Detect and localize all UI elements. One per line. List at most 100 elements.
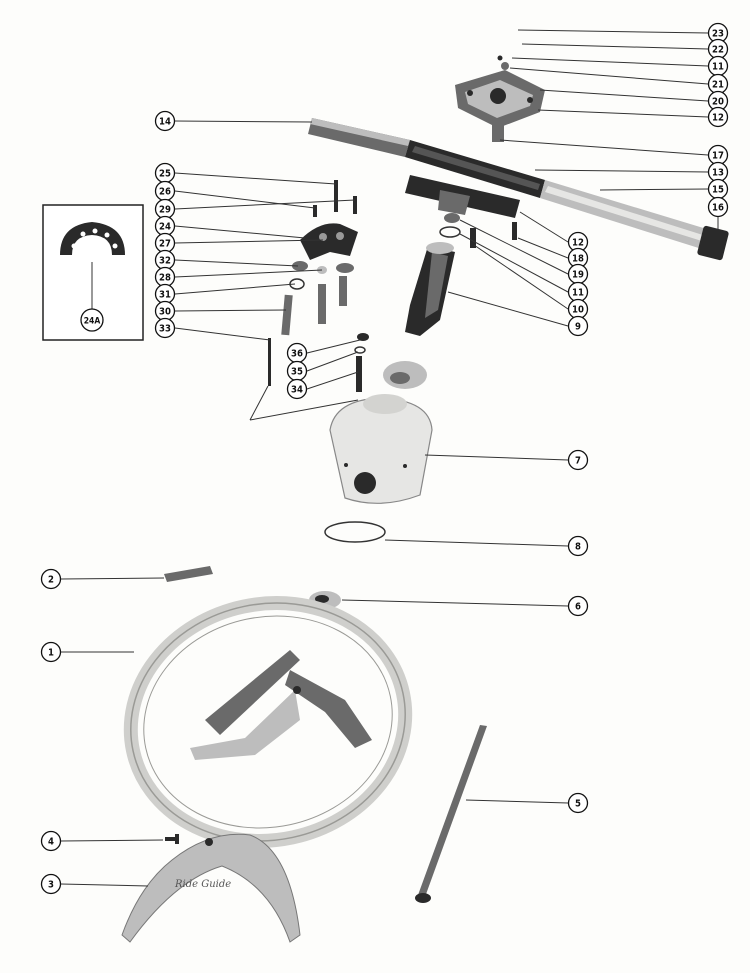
callout-10: 10 xyxy=(567,298,589,320)
callout-label: 2 xyxy=(48,574,54,585)
callout-circle xyxy=(567,792,589,814)
callout-19: 19 xyxy=(567,263,589,285)
callout-label: 35 xyxy=(291,366,303,377)
callout-28: 28 xyxy=(154,266,176,288)
leader-lines xyxy=(60,29,719,887)
leader-line-3 xyxy=(60,883,149,887)
steering-wheel xyxy=(123,596,413,848)
callout-circle xyxy=(40,641,62,663)
callout-circle xyxy=(707,196,729,218)
callout-circle xyxy=(567,535,589,557)
steering-shaft xyxy=(415,725,487,903)
washer-set xyxy=(439,213,476,248)
callout-circle xyxy=(40,830,62,852)
callout-label: 30 xyxy=(159,306,171,317)
callout-markers: 2322112120121417131516121819111092526292… xyxy=(40,22,729,895)
leader-line-11a xyxy=(511,57,709,67)
callout-label: 5 xyxy=(575,798,581,809)
callout-32: 32 xyxy=(154,249,176,271)
callout-label: 15 xyxy=(712,184,724,195)
leader-line-30 xyxy=(174,309,287,312)
callout-circle xyxy=(80,308,104,332)
leader-line-33 xyxy=(174,327,271,341)
leader-line-21 xyxy=(509,67,709,85)
leader-line-24 xyxy=(174,225,306,239)
callout-22: 22 xyxy=(707,38,729,60)
callout-label: 33 xyxy=(159,323,171,334)
callout-29: 29 xyxy=(154,198,176,220)
leader-line-7 xyxy=(424,454,569,461)
leader-line-20 xyxy=(539,89,709,102)
callout-27: 27 xyxy=(154,232,176,254)
steering-tube-assembly xyxy=(308,118,729,261)
callout-14: 14 xyxy=(154,110,176,132)
callout-circle xyxy=(567,315,589,337)
callout-12a: 12 xyxy=(707,106,729,128)
callout-label: 7 xyxy=(575,455,581,466)
callout-label: 19 xyxy=(572,269,584,280)
callout-label: 32 xyxy=(159,255,171,266)
callout-label: 1 xyxy=(48,647,54,658)
leader-line-34 xyxy=(306,371,359,390)
leader-line-10 xyxy=(473,244,569,310)
leader-line-18 xyxy=(517,237,569,259)
leader-line-28 xyxy=(174,269,323,278)
callout-circle xyxy=(40,568,62,590)
leader-line-23 xyxy=(517,29,709,34)
leader-line-8 xyxy=(384,539,569,547)
callout-2: 2 xyxy=(40,568,62,590)
leader-line-36 xyxy=(306,339,361,354)
callout-13: 13 xyxy=(707,161,729,183)
callout-35: 35 xyxy=(286,360,308,382)
leader-line-15 xyxy=(599,188,709,191)
callout-label: 31 xyxy=(159,289,171,300)
callout-1: 1 xyxy=(40,641,62,663)
callout-5: 5 xyxy=(567,792,589,814)
hub-bearing xyxy=(383,361,427,389)
callout-label: 9 xyxy=(575,321,581,332)
callout-label: 29 xyxy=(159,204,171,215)
callout-label: 4 xyxy=(48,836,54,847)
leader-line-4 xyxy=(60,839,164,842)
callout-circle xyxy=(707,106,729,128)
callout-7: 7 xyxy=(567,449,589,471)
horn-button: Ride Guide xyxy=(121,833,301,943)
top-bracket-assembly xyxy=(455,55,545,142)
steering-column-shroud xyxy=(329,394,433,504)
leader-line-14 xyxy=(174,120,313,123)
callout-label: 11 xyxy=(712,61,724,72)
horn-button-script: Ride Guide xyxy=(174,879,231,890)
callout-16: 16 xyxy=(707,196,729,218)
callout-label: 27 xyxy=(159,238,171,249)
leader-line-35 xyxy=(306,351,359,372)
callout-label: 16 xyxy=(712,202,724,213)
trim-ring xyxy=(324,521,386,543)
callout-circle xyxy=(286,378,308,400)
leader-line-31 xyxy=(174,283,296,295)
callout-9: 9 xyxy=(567,315,589,337)
callout-label: 12 xyxy=(572,237,584,248)
callout-31: 31 xyxy=(154,283,176,305)
callout-4: 4 xyxy=(40,830,62,852)
callout-label: 24 xyxy=(159,221,171,232)
leader-line-12b xyxy=(519,211,569,243)
leader-line-6 xyxy=(341,599,569,607)
callout-label: 14 xyxy=(159,116,171,127)
leader-line-2 xyxy=(60,577,165,580)
callout-label: 22 xyxy=(712,44,724,55)
callout-label: 8 xyxy=(575,541,581,552)
callout-8: 8 xyxy=(567,535,589,557)
callout-label: 24A xyxy=(84,316,101,326)
leader-line-17 xyxy=(499,139,709,156)
leader-line-22 xyxy=(521,43,709,50)
callout-label: 17 xyxy=(712,150,724,161)
callout-36: 36 xyxy=(286,342,308,364)
callout-circle xyxy=(40,873,62,895)
callout-11b: 11 xyxy=(567,281,589,303)
callout-label: 28 xyxy=(159,272,171,283)
callout-label: 36 xyxy=(291,348,303,359)
leader-line-25 xyxy=(174,172,337,185)
callout-label: 26 xyxy=(159,186,171,197)
callout-15: 15 xyxy=(707,178,729,200)
